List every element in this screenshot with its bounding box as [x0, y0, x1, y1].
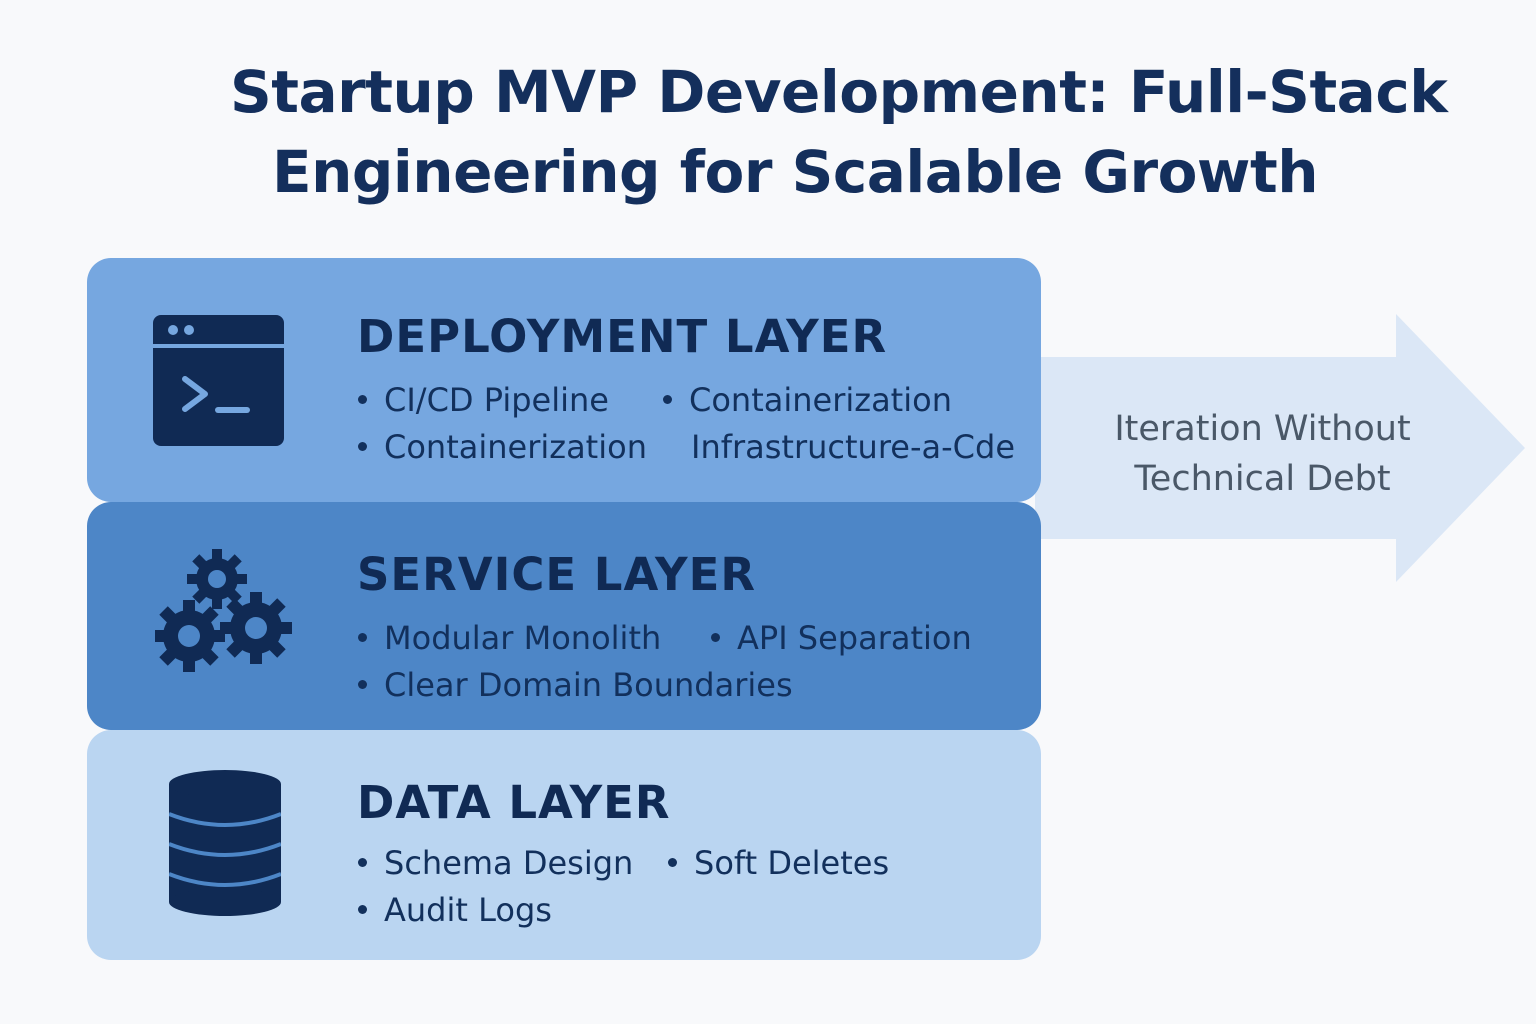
bullet-text: Audit Logs — [384, 891, 552, 929]
bullet-dot — [358, 857, 367, 867]
data-item-schema-design: Schema Design — [358, 843, 633, 883]
title-line-2: Engineering for Scalable Growth — [272, 138, 1319, 206]
bullet-dot — [358, 394, 367, 404]
terminal-icon — [153, 315, 284, 446]
gears-icon — [155, 549, 292, 672]
bullet-dot — [711, 632, 720, 642]
arrow-label-line-2: Technical Debt — [1134, 459, 1391, 499]
title-line-1: Startup MVP Development: Full-Stack — [230, 58, 1448, 126]
bullet-text: Containerization — [384, 428, 647, 466]
deployment-item-containerization: Containerization — [663, 380, 952, 420]
deployment-item-containerization-2: Containerization — [358, 427, 647, 467]
bullet-text: Containerization — [689, 381, 952, 419]
bullet-text: API Separation — [737, 619, 972, 657]
database-icon — [169, 770, 281, 916]
service-layer: SERVICE LAYER Modular Monolith API Separ… — [87, 502, 1041, 730]
bullet-dot — [358, 441, 367, 451]
bullet-dot — [358, 632, 367, 642]
bullet-text: Schema Design — [384, 844, 634, 882]
deployment-layer: DEPLOYMENT LAYER CI/CD Pipeline Containe… — [87, 258, 1041, 502]
service-item-api-separation: API Separation — [711, 618, 972, 658]
data-item-soft-deletes: Soft Deletes — [668, 843, 889, 883]
service-layer-title: SERVICE LAYER — [357, 548, 756, 601]
arrow-label-line-1: Iteration Without — [1114, 409, 1411, 449]
data-item-audit-logs: Audit Logs — [358, 890, 552, 930]
bullet-text: Modular Monolith — [384, 619, 662, 657]
deployment-item-infrastructure: Infrastructure-a-Cde — [691, 427, 1015, 467]
bullet-dot — [358, 904, 367, 914]
iteration-arrow — [1035, 314, 1525, 582]
service-item-domain-boundaries: Clear Domain Boundaries — [358, 665, 793, 705]
bullet-dot — [358, 679, 367, 689]
bullet-text: Soft Deletes — [694, 844, 890, 882]
bullet-text: Infrastructure-a-Cde — [691, 428, 1016, 466]
bullet-text: CI/CD Pipeline — [384, 381, 609, 419]
deployment-layer-title: DEPLOYMENT LAYER — [357, 310, 888, 363]
bullet-dot — [663, 394, 672, 404]
deployment-item-ci-cd: CI/CD Pipeline — [358, 380, 609, 420]
page-title: Startup MVP Development: Full-Stack Engi… — [0, 52, 1536, 212]
data-layer-title: DATA LAYER — [357, 776, 671, 829]
arrow-label: Iteration Without Technical Debt — [1060, 404, 1465, 504]
bullet-dot — [668, 857, 677, 867]
service-item-modular-monolith: Modular Monolith — [358, 618, 661, 658]
bullet-text: Clear Domain Boundaries — [384, 666, 793, 704]
data-layer: DATA LAYER Schema Design Soft Deletes Au… — [87, 730, 1041, 960]
